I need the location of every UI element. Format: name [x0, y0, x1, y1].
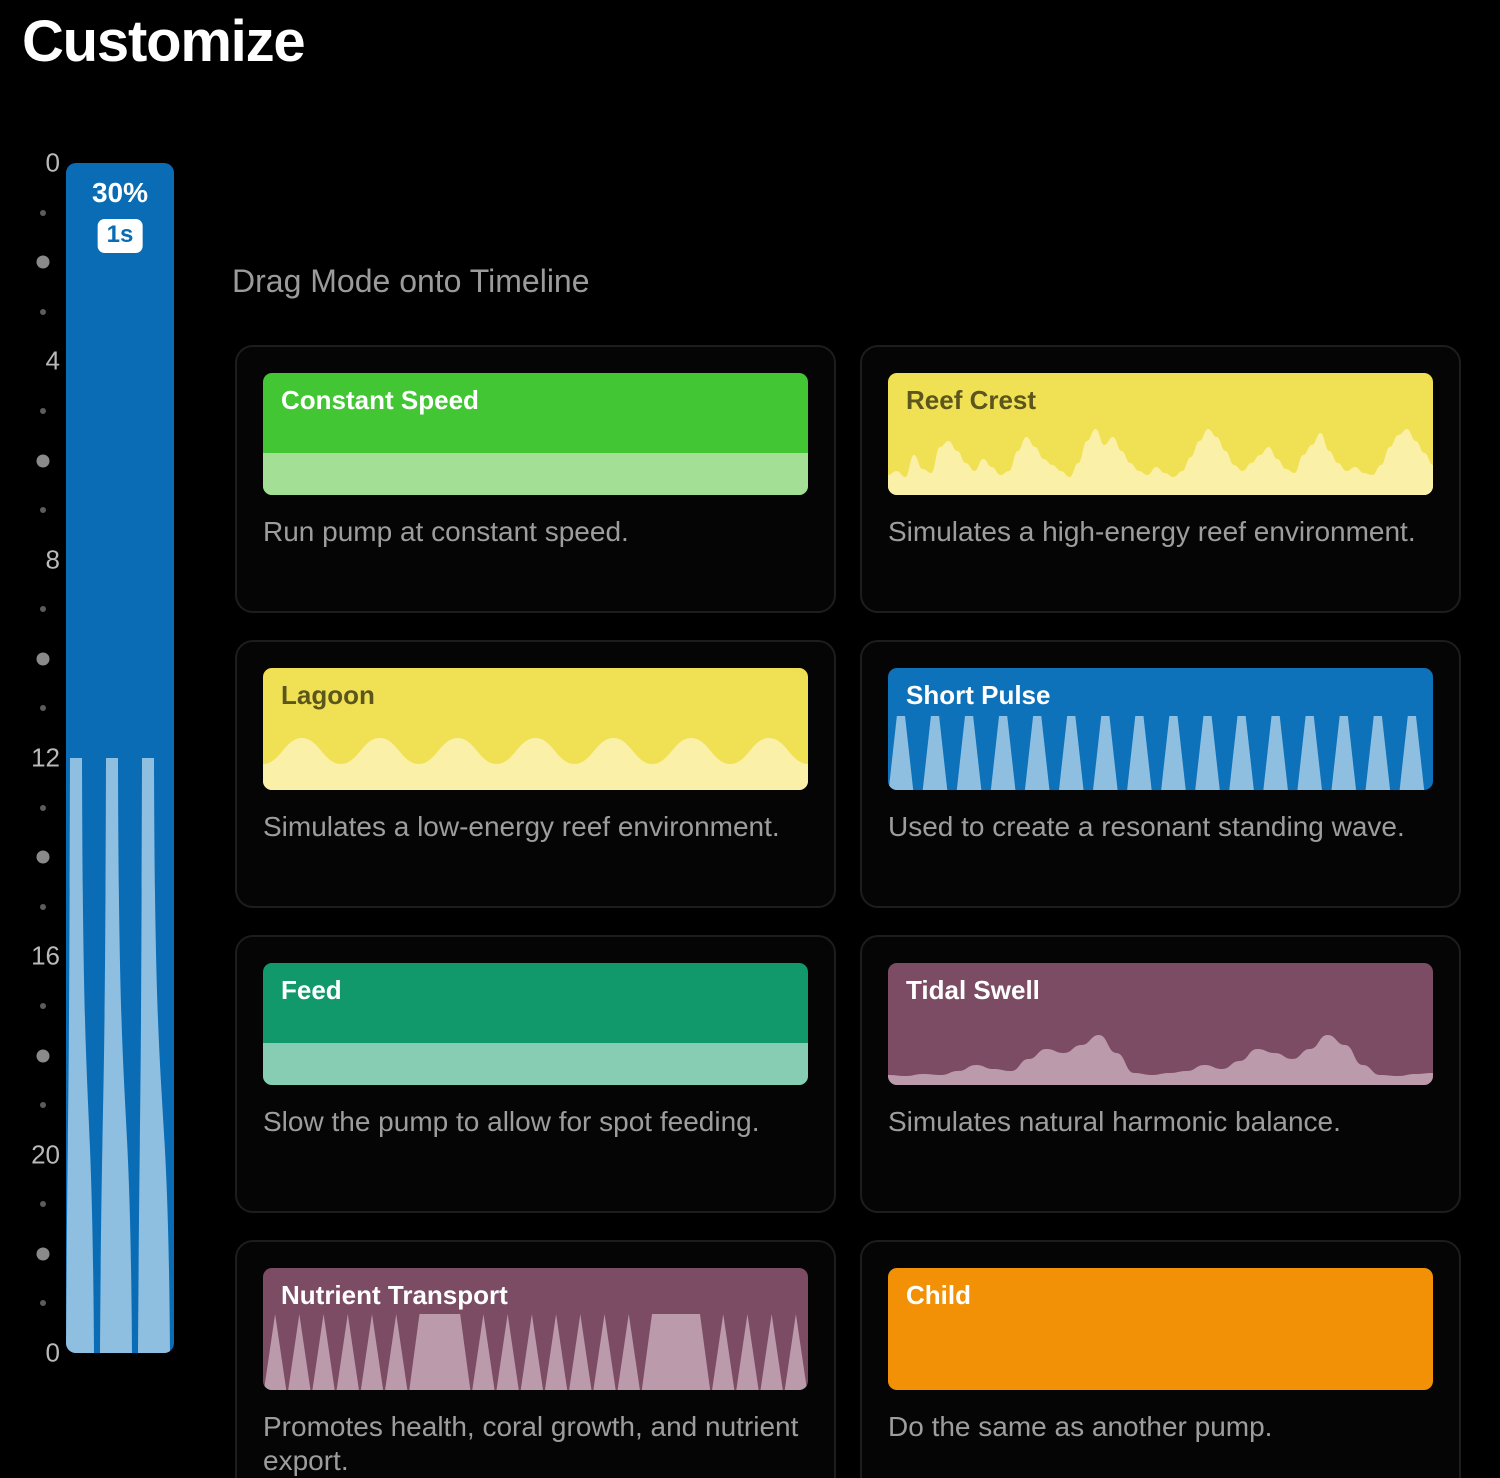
ruler-tick-minor	[40, 705, 46, 712]
ruler-tick-major	[36, 652, 50, 666]
timeline-wave-stripe	[138, 758, 170, 1353]
mode-description: Used to create a resonant standing wave.	[888, 811, 1405, 842]
mode-title: Tidal Swell	[906, 975, 1040, 1005]
timeline-speed-label: 30%	[91, 177, 149, 208]
ruler-tick-major	[36, 1049, 50, 1062]
timeline-wave-stripe	[100, 758, 132, 1353]
ruler-tick-minor	[40, 507, 46, 514]
mode-swatch[interactable]: Child	[888, 1268, 1433, 1390]
ruler-label: 4	[45, 345, 60, 376]
mode-swatch[interactable]: Lagoon	[263, 668, 808, 790]
mode-card[interactable]: Child Do the same as another pump.	[860, 1240, 1461, 1478]
mode-description: Simulates a high-energy reef environment…	[888, 516, 1416, 547]
ruler-tick-minor	[40, 606, 46, 613]
ruler-label: 20	[31, 1139, 60, 1170]
mode-description: Simulates a low-energy reef environment.	[263, 811, 780, 842]
ruler-tick-minor	[40, 1102, 46, 1109]
ruler-tick-minor	[40, 903, 46, 910]
ruler-label: 0	[45, 1337, 60, 1368]
ruler-label: 12	[31, 742, 60, 773]
ruler-label: 8	[45, 544, 60, 575]
timeline-area: 0 4 8 12 16 20 0 30% 1s	[0, 147, 210, 1380]
mode-wave-graphic	[888, 1035, 1433, 1085]
ruler-tick-minor	[40, 407, 46, 414]
ruler-tick-minor	[40, 308, 46, 315]
timeline-wave-graphic	[66, 758, 170, 1353]
timeline-ruler: 0 4 8 12 16 20 0	[14, 147, 60, 1368]
mode-title: Lagoon	[281, 680, 375, 710]
ruler-tick-major	[36, 1247, 50, 1261]
ruler-tick-minor	[40, 1201, 46, 1208]
section-heading: Drag Mode onto Timeline	[232, 263, 590, 299]
mode-wave-path	[888, 716, 1425, 790]
mode-title: Nutrient Transport	[281, 1280, 508, 1310]
ruler-tick-major	[36, 454, 50, 467]
mode-wave-graphic	[263, 453, 808, 495]
mode-title: Feed	[281, 975, 342, 1005]
mode-wave-graphic	[263, 1314, 808, 1390]
mode-title: Constant Speed	[281, 385, 479, 415]
ruler-tick-minor	[40, 1002, 46, 1009]
mode-description: Slow the pump to allow for spot feeding.	[263, 1106, 760, 1137]
mode-swatch[interactable]: Constant Speed	[263, 373, 808, 495]
mode-swatch[interactable]: Reef Crest	[888, 373, 1433, 495]
mode-wave-path	[263, 1314, 808, 1390]
page-title: Customize	[22, 9, 306, 74]
mode-title: Short Pulse	[906, 680, 1051, 710]
mode-title: Child	[906, 1280, 971, 1310]
ruler-tick-minor	[40, 209, 46, 216]
ruler-tick-major	[36, 850, 50, 864]
mode-swatch[interactable]: Tidal Swell	[888, 963, 1433, 1085]
mode-wave-path	[888, 429, 1433, 495]
timeline-ramp-badge[interactable]: 1s	[97, 219, 143, 253]
ruler-label: 16	[31, 940, 60, 971]
mode-description: Promotes health, coral growth, and nutri…	[263, 1411, 799, 1477]
mode-description: Do the same as another pump.	[888, 1411, 1273, 1442]
mode-wave-path	[888, 1035, 1433, 1085]
mode-title: Reef Crest	[906, 385, 1037, 415]
mode-swatch[interactable]: Feed	[263, 963, 808, 1085]
ruler-tick-minor	[40, 1300, 46, 1307]
ruler-label: 0	[45, 147, 60, 178]
mode-swatch[interactable]: Nutrient Transport	[263, 1268, 808, 1390]
ruler-tick-minor	[40, 804, 46, 811]
ruler-tick-major	[36, 255, 50, 269]
mode-wave-graphic	[888, 716, 1425, 790]
mode-wave-graphic	[263, 738, 808, 790]
mode-swatch[interactable]: Short Pulse	[888, 668, 1433, 790]
mode-wave-graphic	[263, 1043, 808, 1085]
mode-wave-path	[263, 738, 808, 790]
timeline-track[interactable]: 30% 1s	[66, 163, 174, 1353]
mode-description: Simulates natural harmonic balance.	[888, 1106, 1341, 1137]
mode-description: Run pump at constant speed.	[263, 516, 629, 547]
timeline-wave-stripe	[66, 758, 94, 1353]
mode-wave-graphic	[888, 429, 1433, 495]
